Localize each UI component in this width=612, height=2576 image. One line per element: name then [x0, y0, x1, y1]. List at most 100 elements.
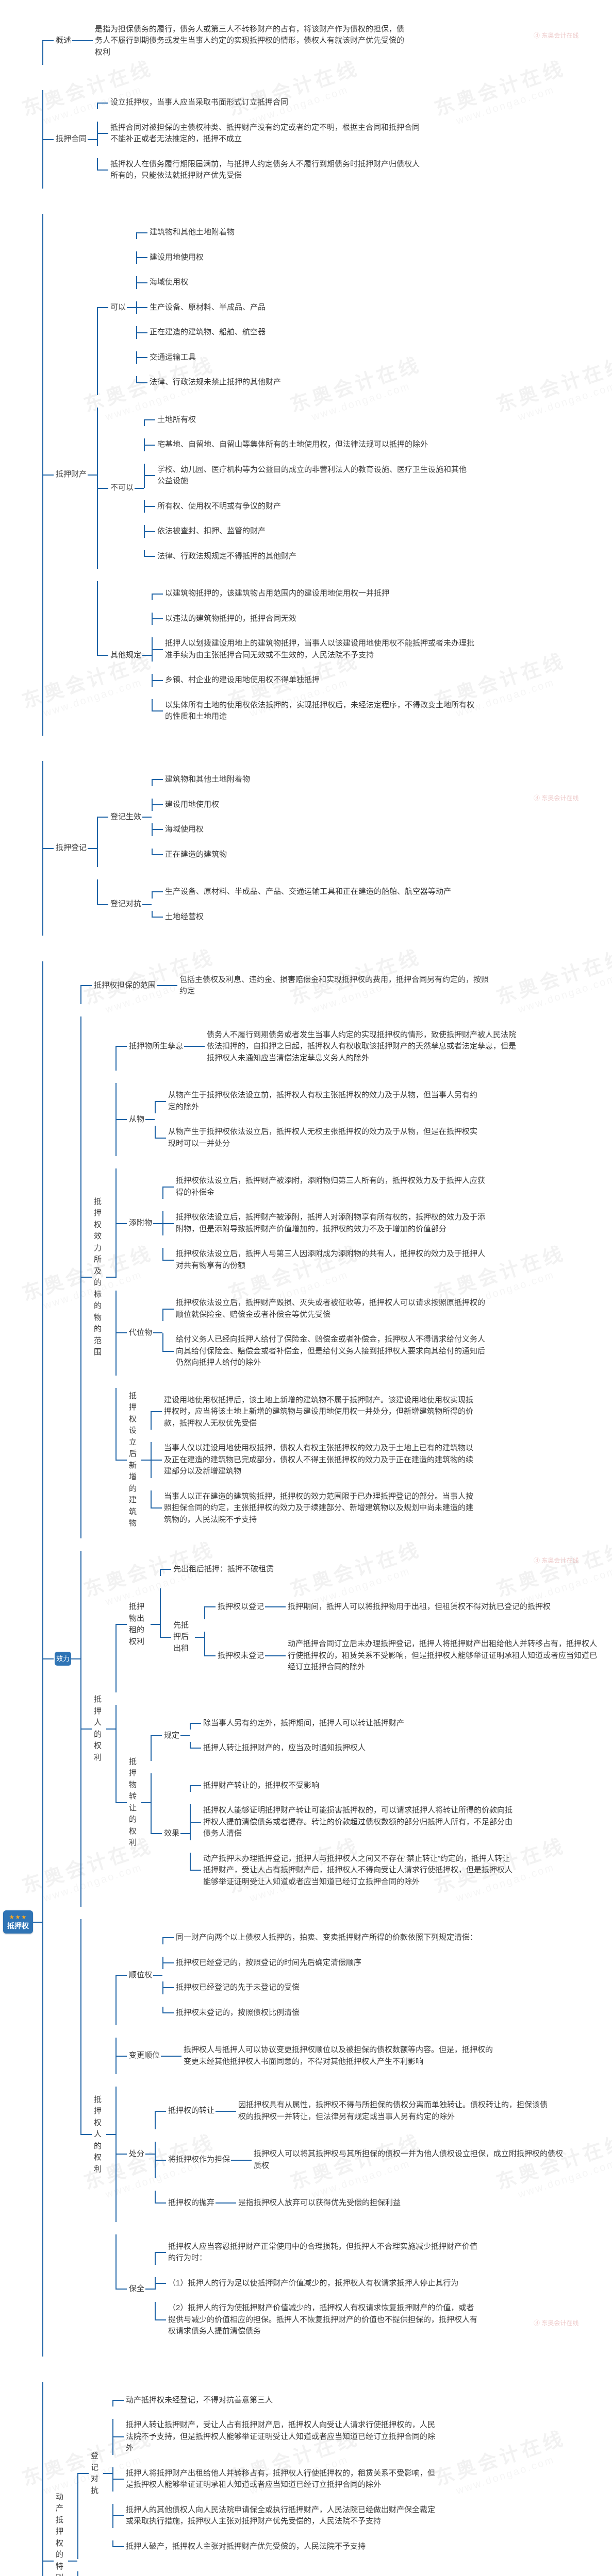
connector-line	[216, 2202, 225, 2204]
mindmap-leaf: 所有权、使用权不明或有争议的财产	[156, 500, 468, 513]
branch-label: 处分	[129, 2149, 145, 2159]
child-slot: 抵押物所生孳息债务人不履行到期债务或者发生当事人约定的实现抵押权的情形，致使抵押…	[115, 1023, 517, 1071]
connector-line	[88, 848, 97, 849]
mindmap-branch: 从物 从物产生于抵押权依法设立前，抵押权人有权主张抵押权的效力及于从物，但当事人另…	[128, 1083, 517, 1156]
child-slot: 从物 从物产生于抵押权依法设立前，抵押权人有权主张抵押权的效力及于从物，但当事人另…	[115, 1083, 517, 1157]
branch-label: 动产抵押权的特别效力规定	[56, 2492, 64, 2576]
leaf-text: 正在建造的建筑物	[165, 850, 227, 859]
child-slot: （2）抵押人的行为使抵押财产价值减少的，抵押权人有权请求恢复抵押财产的价值，或者…	[155, 2302, 478, 2338]
group-label: 效力	[55, 1651, 72, 1666]
branch-label: 从物	[129, 1114, 145, 1124]
child-slot: 法律、行政法规未禁止抵押的其他财产	[136, 376, 282, 389]
children-group: 是指抵押权人放弃可以获得优先受偿的担保利益	[225, 2191, 402, 2216]
child-slot: 建设用地使用权	[152, 798, 251, 811]
child-slot: 抵押权人能够证明抵押财产转让可能损害抵押权的，可以请求抵押人将转让所得的价款向抵…	[190, 1804, 514, 1840]
mindmap-leaf: 正在建造的建筑物、船舶、航空器	[148, 326, 282, 339]
branch-label: 抵押权未登记	[218, 1651, 264, 1660]
child-slot: 包括主债权及利息、违约金、损害赔偿金和实现抵押权的费用，抵押合同另有约定的，按照…	[166, 974, 490, 998]
mindmap-leaf: 建设用地使用权	[148, 251, 282, 264]
leaf-text: 建筑物和其他土地附着物	[165, 775, 251, 784]
children-group: 抵押物所生孳息债务人不履行到期债务或者发生当事人约定的实现抵押权的情形，致使抵押…	[115, 1016, 517, 1539]
leaf-text: 法律、行政法规规定不得抵押的其他财产	[157, 551, 297, 561]
leaf-text: 动产抵押未办理抵押登记，抵押人与抵押权人之间又不存在“禁止转让”约定的，抵押人转…	[203, 1854, 513, 1886]
children-group: 抵押权依法设立后，抵押财产被添附，添附物归第三人所有的，抵押权效力及于抵押人应获…	[162, 1168, 486, 1278]
connector-line	[141, 1802, 151, 1803]
mindmap-leaf: 先出租后抵押：抵押不破租赁	[172, 1563, 598, 1576]
mindmap-leaf: 建筑物和其他土地附着物	[148, 226, 282, 239]
children-group: 可以建筑物和其他土地附着物建设用地使用权海域使用权生产设备、原材料、半成品、产品…	[97, 214, 475, 736]
child-slot: 从物产生于抵押权依法设立后，抵押权人无权主张抵押权的效力及于从物，但是在抵押权实…	[155, 1126, 478, 1150]
mindmap-branch: 抵押权以登记抵押期间，抵押人可以将抵押物用于出租，但租赁权不得对抗已登记的抵押权	[217, 1595, 598, 1620]
mindmap-branch: 抵押权效力所及的标的物的范围抵押物所生孳息债务人不履行到期债务或者发生当事人约定…	[93, 1016, 598, 1539]
branch-label: 抵押登记	[56, 843, 87, 853]
mindmap-branch: 抵押物出租的权利先出租后抵押：抵押不破租赁先抵押后出租抵押权以登记抵押期间，抵押…	[128, 1557, 598, 1692]
mindmap-branch: 其他规定以建筑物抵押的，该建筑物占用范围内的建设用地使用权一并抵押以违法的建筑物…	[109, 581, 475, 730]
connector-line	[135, 487, 144, 489]
leaf-text: 抵押权依法设立后，抵押财产被添附，抵押人对添附物享有所有权的，抵押权的效力及于添…	[176, 1213, 486, 1233]
child-slot: 效果抵押财产转让的，抵押权不受影响抵押权人能够证明抵押财产转让可能损害抵押权的，…	[151, 1773, 514, 1895]
child-slot: 动产抵押未办理抵押登记，抵押人与抵押权人之间又不存在“禁止转让”约定的，抵押人转…	[190, 1852, 514, 1889]
mindmap-branch: 规定除当事人另有约定外，抵押期间，抵押人可以转让抵押财产抵押人转让抵押财产的，应…	[163, 1711, 514, 1761]
child-slot: 抵押登记登记生效建筑物和其他土地附着物建设用地使用权海域使用权正在建造的建筑物登…	[42, 761, 598, 936]
leaf-text: 抵押权人与抵押人可以协议变更抵押权顺位以及被担保的债权数额等内容。但是，抵押权的…	[184, 2045, 493, 2066]
mindmap-leaf: 依法被查封、扣押、监管的财产	[156, 525, 468, 538]
child-slot: 是指为担保债务的履行，债务人或第三人不转移财产的占有，将该财产作为债权的担保，债…	[81, 23, 405, 59]
mindmap-leaf: 抵押权人在债务履行期限届满前，与抵押人约定债务人不履行到期债务时抵押财产归债权人…	[109, 158, 421, 182]
mindmap-branch: 顺位权同一财产向两个以上债权人抵押的，拍卖、变卖抵押财产所得的价款依照下列规定清…	[128, 1925, 564, 2025]
mindmap-branch: 抵押权设立后新增的建筑物建设用地使用权抵押后，该土地上新增的建筑物不属于抵押财产…	[128, 1388, 517, 1533]
leaf-text: 从物产生于抵押权依法设立前，抵押权人有权主张抵押权的效力及于从物，但当事人另有约…	[168, 1091, 478, 1111]
leaf-text: 正在建造的建筑物、船舶、航空器	[150, 328, 266, 337]
leaf-text: 抵押人将抵押财产出租给他人并转移占有，抵押权人行使抵押权的，租赁关系不受影响，但…	[126, 2468, 436, 2489]
connector-line	[106, 2134, 116, 2136]
child-slot: 依法被查封、扣押、监管的财产	[144, 525, 468, 538]
child-slot: 代位物抵押权依法设立后，抵押财产毁损、灭失或者被征收等，抵押权人可以请求按照原抵…	[115, 1291, 517, 1376]
child-slot: 抵押人的权利 抵押物出租的权利先出租后抵押：抵押不破租赁先抵押后出租抵押权以登记抵…	[80, 1551, 598, 1907]
mindmap-branch: 效力 抵押权担保的范围包括主债权及利息、违约金、损害赔偿金和实现抵押权的费用，抵押…	[55, 961, 598, 2357]
child-slot: 抵押人的其他债权人向人民法院申请保全或执行抵押财产，人民法院已经做出财产保全裁定…	[112, 2503, 436, 2528]
mindmap-leaf: 抵押期间，抵押人可以将抵押物用于出租，但租赁权不得对抗已登记的抵押权	[287, 1601, 552, 1614]
leaf-text: 建设用地使用权	[150, 252, 204, 262]
connector-line	[195, 1636, 205, 1638]
child-slot: 抵押权依法设立后，抵押财产毁损、灭失或者被征收等，抵押权人可以请求按照原抵押权的…	[162, 1297, 486, 1321]
connector-line	[151, 1624, 160, 1625]
child-slot: 宅基地、自留地、自留山等集体所有的土地使用权，但法律法规可以抵押的除外	[144, 438, 468, 451]
leaf-text: 动产抵押合同订立后未办理抵押登记，抵押人将抵押财产出租给他人并转移占有，抵押权人…	[288, 1639, 598, 1672]
mindmap-branch: 动产抵押的“正常买受人”规则不属于购买商品的数量明显超过一般买受人购买出卖人的生…	[90, 2571, 436, 2576]
mindmap-leaf: 抵押人转让抵押财产的，应当及时通知抵押权人	[202, 1742, 405, 1755]
leaf-text: 是指抵押权人放弃可以获得优先受偿的担保利益	[238, 2198, 401, 2208]
mindmap-leaf: 海域使用权	[148, 276, 282, 289]
children-group: 抵押权人应当容忍抵押财产正常使用中的合理损耗，但抵押人不合理实施减少抵押财产价值…	[155, 2234, 478, 2344]
child-slot: 登记对抗动产抵押权未经登记，不得对抗善意第三人抵押人转让抵押财产，受让人占有抵押…	[77, 2388, 436, 2560]
mindmap-leaf: 设立抵押权，当事人应当采取书面形式订立抵押合同	[109, 96, 421, 109]
child-slot: （1）抵押人的行为足以使抵押财产价值减少的，抵押权人有权请求抵押人停止其行为	[155, 2277, 478, 2290]
connector-line	[231, 2159, 241, 2161]
child-slot: 交通运输工具	[136, 351, 282, 364]
child-slot: 抵押权人应当容忍抵押财产正常使用中的合理损耗，但抵押人不合理实施减少抵押财产价值…	[155, 2241, 478, 2265]
mindmap-leaf: 以集体所有土地的使用权依法抵押的，实现抵押权后，未经法定程序，不得改变土地所有权…	[164, 699, 475, 723]
mindmap-leaf: 同一财产向两个以上债权人抵押的，拍卖、变卖抵押财产所得的价款依照下列规定清偿：	[175, 1931, 478, 1944]
child-slot: 抵押物出租的权利先出租后抵押：抵押不破租赁先抵押后出租抵押权以登记抵押期间，抵押…	[115, 1557, 598, 1692]
children-group: 动产抵押合同订立后未办理抵押登记，抵押人将抵押财产出租给他人并转移占有，抵押权人…	[274, 1632, 598, 1680]
mindmap-leaf: 因抵押权具有从属性，抵押权不得与所担保的债权分离而单独转让。债权转让的，担保该债…	[237, 2099, 549, 2123]
child-slot: 抵押权人可以将其抵押权与其所担保的债权一并为他人债权设立担保，成立附抵押权的债权…	[240, 2148, 564, 2172]
leaf-text: 土地经营权	[165, 912, 204, 921]
mindmap-leaf: 抵押人的其他债权人向人民法院申请保全或执行抵押财产，人民法院已经做出财产保全裁定…	[125, 2504, 436, 2528]
leaf-text: 抵押合同对被担保的主债权种类、抵押财产没有约定或者约定不明，根据主合同和抵押合同…	[110, 123, 420, 144]
mindmap-leaf: 抵押权已经登记的，按照登记的时间先后确定清偿顺序	[175, 1957, 478, 1970]
connector-line	[142, 817, 152, 818]
mindmap-leaf: 抵押权人与抵押人可以协议变更抵押权顺位以及被担保的债权数额等内容。但是，抵押权的…	[183, 2044, 494, 2068]
mindmap-leaf: 交通运输工具	[148, 351, 282, 364]
mindmap-branch: 不可以土地所有权宅基地、自留地、自留山等集体所有的土地使用权，但法律法规可以抵押…	[109, 408, 475, 569]
branch-label: 抵押人的权利	[94, 1695, 102, 1762]
mindmap-leaf: 抵押权依法设立后，抵押财产被添附，抵押人对添附物享有所有权的，抵押权的效力及于添…	[175, 1211, 486, 1235]
branch-label: 抵押权担保的范围	[94, 980, 156, 990]
children-group: 同一财产向两个以上债权人抵押的，拍卖、变卖抵押财产所得的价款依照下列规定清偿： 抵…	[162, 1925, 478, 2025]
children-group: 登记对抗动产抵押权未经登记，不得对抗善意第三人抵押人转让抵押财产，受让人占有抵押…	[77, 2382, 436, 2576]
child-slot: 抵押权担保的范围包括主债权及利息、违约金、损害赔偿金和实现抵押权的费用，抵押合同…	[80, 968, 598, 1004]
child-slot: 以集体所有土地的使用权依法抵押的，实现抵押权后，未经法定程序，不得改变土地所有权…	[152, 699, 475, 723]
leaf-text: 动产抵押权未经登记，不得对抗善意第三人	[126, 2395, 273, 2404]
child-slot: 抵押物转让的权利规定除当事人另有约定外，抵押期间，抵押人可以转让抵押财产抵押人转…	[115, 1704, 598, 1901]
child-slot: 学校、幼儿园、医疗机构等为公益目的成立的非营利法人的教育设施、医疗卫生设施和其他…	[144, 463, 468, 488]
leaf-text: 以违法的建筑物抵押的，抵押合同无效	[165, 614, 297, 623]
